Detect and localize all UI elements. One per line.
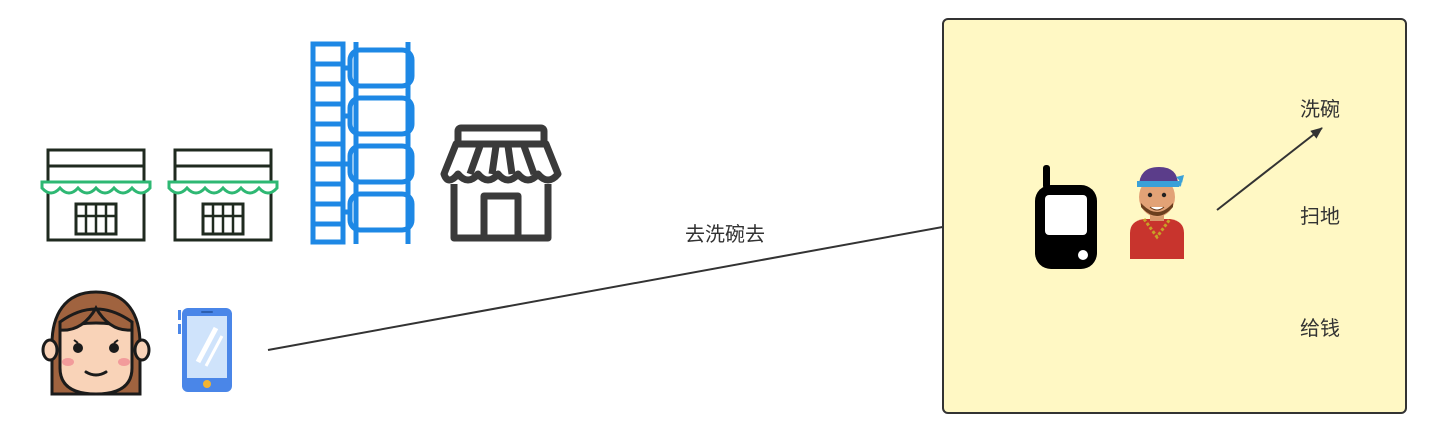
smartphone-icon [178,308,232,392]
shop-icon [440,124,562,242]
task-label-wash-dishes: 洗碗 [1300,97,1340,121]
store-icon [40,148,152,242]
edge-label: 去洗碗去 [685,222,765,246]
task-label-pay-money: 给钱 [1300,316,1340,340]
arrow-to-phone [267,213,1004,351]
arrow-to-tasks [1216,127,1323,211]
woman-avatar-icon [41,290,151,396]
task-label-sweep-floor: 扫地 [1300,204,1340,228]
building-icon [310,41,415,245]
worker-avatar-icon [1130,167,1184,259]
cellphone-icon [1035,165,1097,269]
store-icon [167,148,279,242]
worker-panel [942,18,1407,414]
